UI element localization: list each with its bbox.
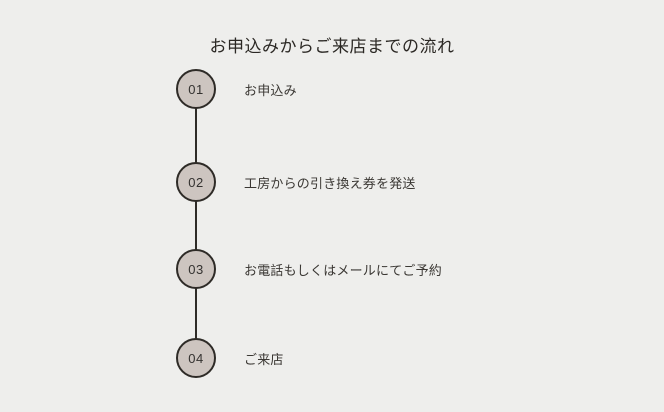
step-label: 工房からの引き換え券を発送 (244, 175, 416, 191)
step-number: 01 (188, 81, 204, 97)
step-circle-1: 01 (176, 69, 216, 109)
step-label: ご来店 (244, 351, 284, 367)
step-label: お申込み (244, 82, 297, 98)
step-circle-2: 02 (176, 162, 216, 202)
flow-step-2: 02 工房からの引き換え券を発送 (176, 162, 416, 202)
step-number: 04 (188, 350, 204, 366)
page-title: お申込みからご来店までの流れ (209, 37, 455, 57)
step-label: お電話もしくはメールにてご予約 (244, 262, 443, 278)
flow-step-1: 01 お申込み (176, 69, 297, 109)
step-connector-line (195, 89, 197, 358)
step-number: 02 (188, 174, 204, 190)
step-circle-3: 03 (176, 249, 216, 289)
step-circle-4: 04 (176, 338, 216, 378)
step-number: 03 (188, 261, 204, 277)
flow-step-4: 04 ご来店 (176, 338, 284, 378)
flow-step-3: 03 お電話もしくはメールにてご予約 (176, 249, 442, 289)
